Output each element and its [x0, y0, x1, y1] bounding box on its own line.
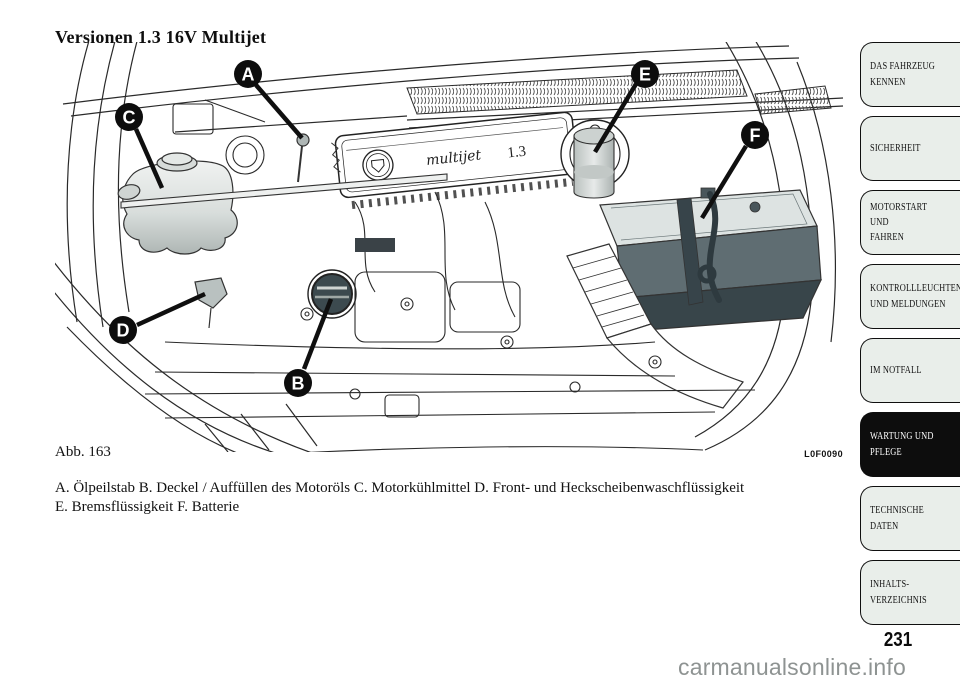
- coolant-reservoir: [117, 152, 238, 255]
- tab-das-fahrzeug-kennen[interactable]: DAS FAHRZEUG KENNEN: [860, 42, 960, 107]
- callout-e: E: [631, 60, 659, 88]
- tab-label: SICHERHEIT: [870, 142, 921, 154]
- watermark: carmanualsonline.info: [678, 654, 906, 680]
- tab-sicherheit[interactable]: SICHERHEIT: [860, 116, 960, 181]
- callout-c-letter: C: [123, 108, 136, 128]
- oil-dipstick: [296, 133, 310, 183]
- callout-d: D: [109, 316, 137, 344]
- tab-label: MOTORSTART UND FAHREN: [870, 201, 928, 244]
- tab-label: INHALTS- VERZEICHNIS: [870, 579, 927, 606]
- callout-f-letter: F: [750, 126, 761, 146]
- washer-fluid-filler: [194, 277, 228, 329]
- page-title: Versionen 1.3 16V Multijet: [55, 27, 267, 48]
- tab-label: WARTUNG UND PFLEGE: [870, 431, 934, 458]
- oil-filler-cap: [307, 269, 357, 319]
- tab-label: KONTROLLLEUCHTEN UND MELDUNGEN: [870, 283, 960, 310]
- callout-e-letter: E: [639, 65, 651, 85]
- intake-hose: [566, 243, 744, 409]
- callout-b-letter: B: [292, 374, 305, 394]
- callout-a: A: [234, 60, 262, 88]
- figure-caption: Abb. 163: [55, 444, 111, 460]
- tab-inhaltsverzeichnis[interactable]: INHALTS- VERZEICHNIS: [860, 560, 960, 625]
- tab-motorstart-und-fahren[interactable]: MOTORSTART UND FAHREN: [860, 190, 960, 255]
- cowl-grille: [406, 69, 832, 115]
- callout-leaders: [133, 82, 748, 370]
- tab-kontrollleuchten-und-meldungen[interactable]: KONTROLLLEUCHTEN UND MELDUNGEN: [860, 264, 960, 329]
- tab-label: TECHNISCHE DATEN: [870, 505, 924, 532]
- callout-c: C: [115, 103, 143, 131]
- tab-label: IM NOTFALL: [870, 364, 922, 376]
- figure-code: L0F0090: [804, 449, 843, 459]
- engine-block-detail: [144, 191, 756, 452]
- callout-d-letter: D: [117, 321, 130, 341]
- engine-cover-script: multijet: [425, 147, 482, 169]
- page-number: 231: [883, 629, 913, 651]
- engine-cover: multijet 1.3: [331, 111, 578, 210]
- engine-bay-drawing: multijet 1.3: [55, 42, 844, 452]
- callout-a-letter: A: [242, 65, 255, 85]
- tab-technische-daten[interactable]: TECHNISCHE DATEN: [860, 486, 960, 551]
- engine-bay-figure: multijet 1.3: [55, 42, 845, 452]
- front-bracket: [172, 99, 266, 175]
- callout-f: F: [741, 121, 769, 149]
- front-crossbar: [120, 173, 448, 209]
- tab-wartung-und-pflege[interactable]: WARTUNG UND PFLEGE: [860, 412, 960, 477]
- callout-b: B: [284, 369, 312, 397]
- chapter-tab-sidebar: DAS FAHRZEUG KENNEN SICHERHEIT MOTORSTAR…: [860, 42, 960, 634]
- figure-legend: A. Ölpeilstab B. Deckel / Auffüllen des …: [55, 480, 745, 516]
- brake-fluid-reservoir: [573, 127, 615, 199]
- tab-label: DAS FAHRZEUG KENNEN: [870, 61, 936, 88]
- tab-im-notfall[interactable]: IM NOTFALL: [860, 338, 960, 403]
- engine-displacement-label: 1.3: [507, 144, 527, 162]
- figure-caption-row: Abb. 163 L0F0090: [55, 444, 843, 461]
- lancia-badge-icon: [362, 149, 394, 181]
